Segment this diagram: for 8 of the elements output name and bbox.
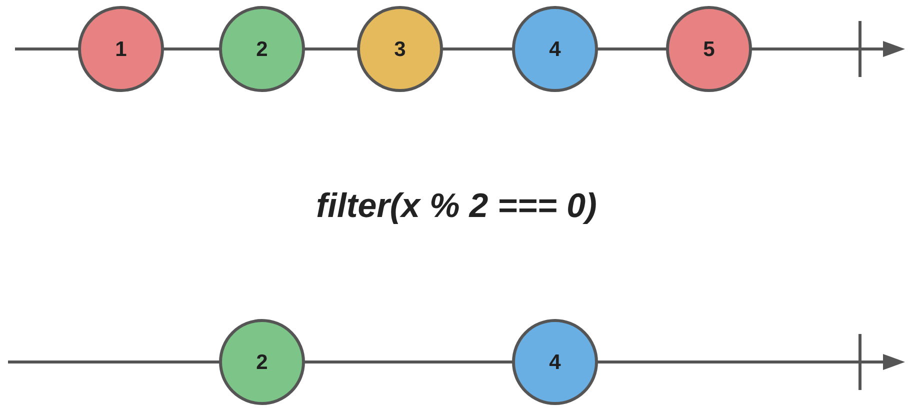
marble-value: 3 <box>394 38 406 60</box>
marble-value: 5 <box>703 38 715 60</box>
marble-value: 2 <box>256 38 268 60</box>
operator-label: filter(x % 2 === 0) <box>316 186 597 227</box>
marble-value: 4 <box>549 352 561 372</box>
marble-value: 4 <box>549 38 561 60</box>
marble-value: 1 <box>115 38 127 60</box>
marble-value: 2 <box>256 352 268 372</box>
